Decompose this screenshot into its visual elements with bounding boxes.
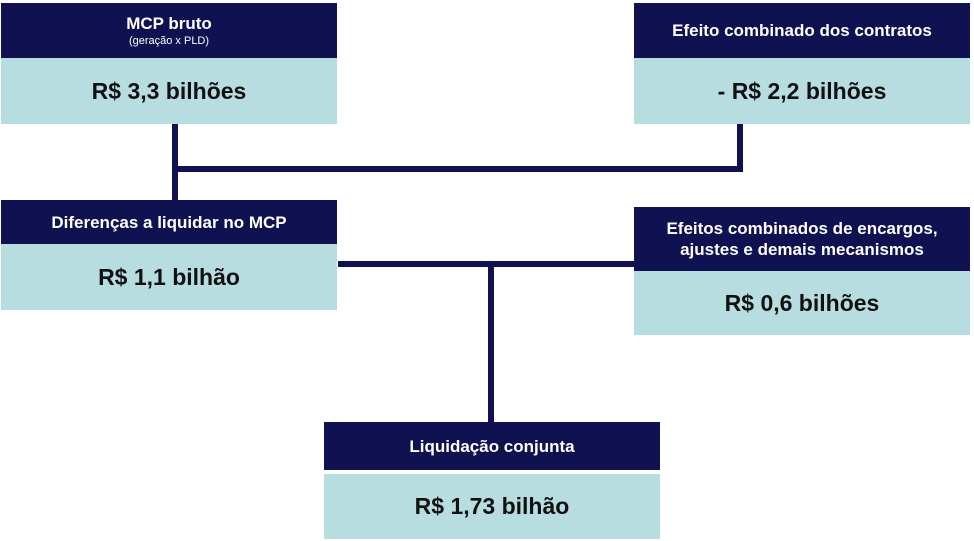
connector-middle-horizontal	[338, 261, 634, 267]
efeitos-encargos-title-line1: Efeitos combinados de encargos,	[666, 219, 938, 238]
mcp-bruto-value: R$ 3,3 bilhões	[1, 58, 337, 124]
mcp-bruto-header: MCP bruto (geração x PLD)	[1, 3, 337, 58]
connector-liquidacao-up	[488, 264, 494, 422]
efeitos-encargos-header: Efeitos combinados de encargos, ajustes …	[634, 207, 970, 271]
liquidacao-value: R$ 1,73 bilhão	[324, 474, 660, 539]
mcp-bruto-box: MCP bruto (geração x PLD) R$ 3,3 bilhões	[1, 3, 337, 124]
efeito-contratos-header: Efeito combinado dos contratos	[634, 3, 970, 58]
efeito-contratos-box: Efeito combinado dos contratos - R$ 2,2 …	[634, 3, 970, 124]
efeitos-encargos-value: R$ 0,6 bilhões	[634, 271, 970, 335]
liquidacao-box: Liquidação conjunta R$ 1,73 bilhão	[324, 422, 660, 539]
diferencas-value: R$ 1,1 bilhão	[1, 244, 337, 310]
diferencas-box: Diferenças a liquidar no MCP R$ 1,1 bilh…	[1, 200, 337, 310]
diferencas-header: Diferenças a liquidar no MCP	[1, 200, 337, 244]
liquidacao-title: Liquidação conjunta	[409, 436, 575, 456]
efeitos-encargos-title-line2: ajustes e demais mecanismos	[680, 240, 924, 259]
efeitos-encargos-box: Efeitos combinados de encargos, ajustes …	[634, 207, 970, 335]
efeito-contratos-title: Efeito combinado dos contratos	[672, 21, 932, 40]
connector-top-horizontal	[172, 166, 743, 172]
diferencas-title: Diferenças a liquidar no MCP	[51, 212, 287, 232]
connector-contratos-down	[737, 124, 743, 172]
liquidacao-header: Liquidação conjunta	[324, 422, 660, 470]
efeito-contratos-value: - R$ 2,2 bilhões	[634, 58, 970, 124]
mcp-bruto-title: MCP bruto	[126, 14, 212, 33]
connector-mcp-down	[172, 124, 178, 200]
mcp-bruto-subtitle: (geração x PLD)	[128, 35, 210, 47]
